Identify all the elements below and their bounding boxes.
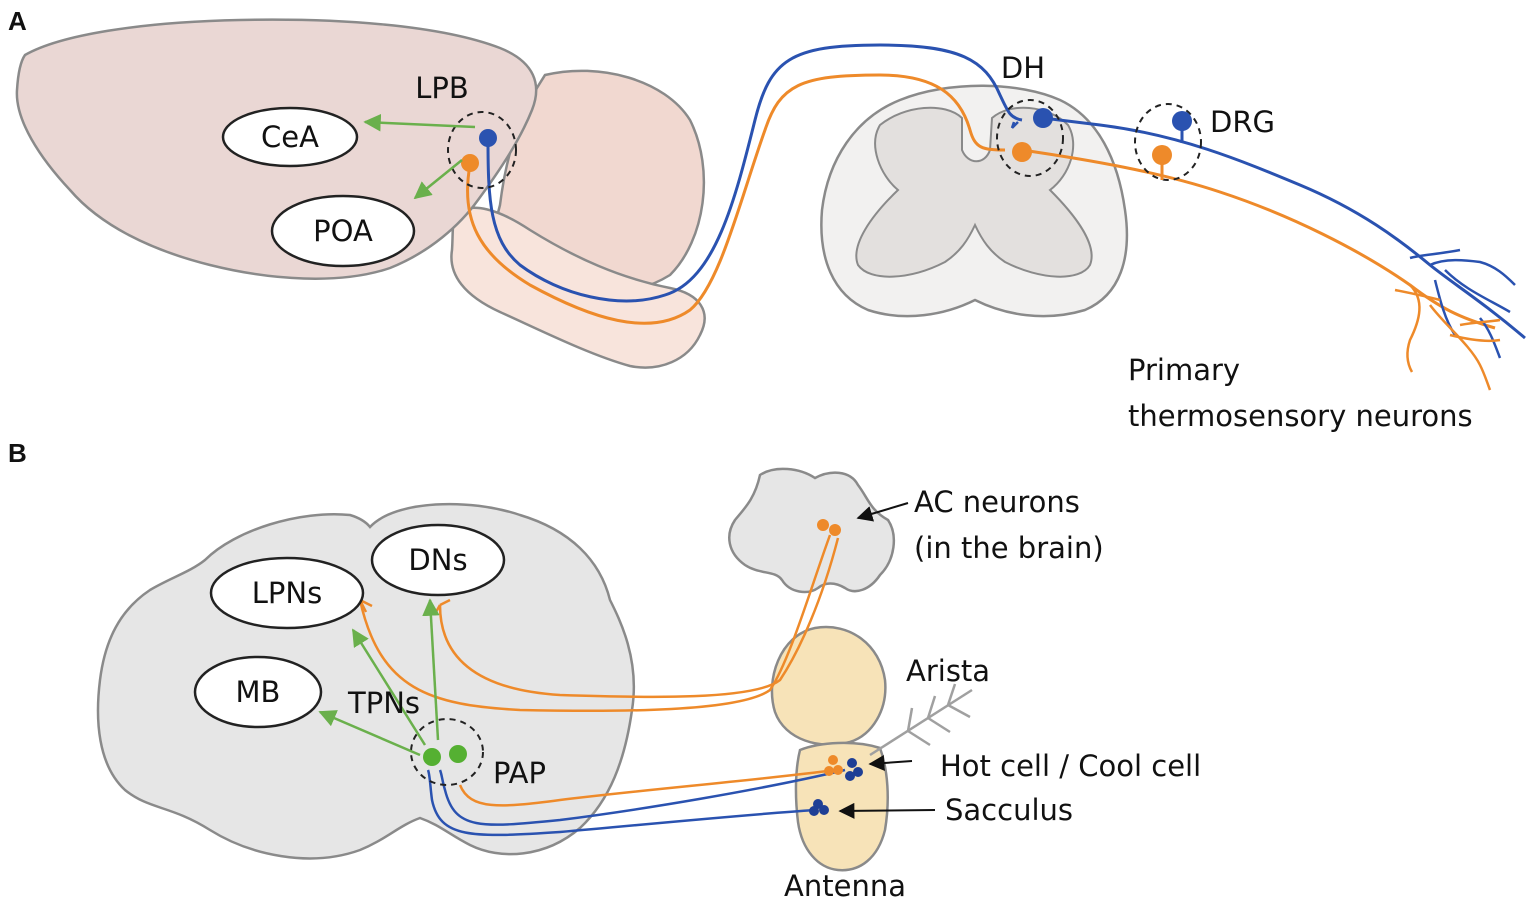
antenna-segment-upper xyxy=(770,625,887,746)
ac-neuron-axon-2 xyxy=(438,537,840,699)
hot-cool-cell-label: Hot cell / Cool cell xyxy=(940,749,1201,783)
sacculus-cell-2 xyxy=(819,805,829,815)
panel-b-letter: B xyxy=(8,438,27,468)
dns-label: DNs xyxy=(408,543,467,577)
lpb-label: LPB xyxy=(415,71,469,105)
brainstem xyxy=(450,206,706,369)
lpns-oval xyxy=(209,556,365,630)
sacculus-cell-3 xyxy=(809,806,819,816)
lpb-warm-neuron-soma xyxy=(461,154,479,172)
tpn-soma-2 xyxy=(449,745,467,763)
lpb-region-outline xyxy=(447,111,517,189)
cool-cell-2 xyxy=(853,767,863,777)
hot-cell-2 xyxy=(833,765,843,775)
poa-label: POA xyxy=(313,214,373,248)
ac-neurons-label-line2: (in the brain) xyxy=(914,531,1104,565)
pap-label: PAP xyxy=(493,756,546,790)
drg-region-outline xyxy=(1134,103,1202,181)
antenna-label: Antenna xyxy=(784,869,906,903)
ac-neurons-pointer xyxy=(856,502,909,522)
fly-brain-small xyxy=(728,467,895,594)
lpns-label: LPNs xyxy=(252,576,322,610)
cool-projection-axon xyxy=(486,43,1023,303)
dh-cool-neuron-soma xyxy=(1033,108,1053,128)
poa-oval xyxy=(270,194,416,268)
sacculus-label: Sacculus xyxy=(945,793,1073,827)
warm-projection-axon xyxy=(466,73,1006,325)
arista-label: Arista xyxy=(906,654,990,688)
hot-cool-cell-pointer xyxy=(868,754,913,771)
dh-label: DH xyxy=(1001,51,1045,85)
hot-cell-axon xyxy=(458,768,836,807)
dh-warm-neuron-soma xyxy=(1012,142,1032,162)
mb-oval xyxy=(193,655,323,729)
tpn-to-dn-arrow xyxy=(422,598,440,741)
ac-neuron-soma-2 xyxy=(829,524,841,536)
ac-neuron-soma-1 xyxy=(817,519,829,531)
drg-label: DRG xyxy=(1210,105,1275,139)
antenna-segment-lower xyxy=(794,741,889,872)
panel-a: A xyxy=(8,6,1526,433)
lpb-to-cea-arrow xyxy=(363,113,476,132)
arista xyxy=(869,683,973,757)
cea-label: CeA xyxy=(261,120,319,154)
primary-neurons-label-line2: thermosensory neurons xyxy=(1128,399,1473,433)
ac-neuron-axon-1 xyxy=(358,534,832,713)
tpns-label: TPNs xyxy=(347,686,420,720)
sacculus-axon xyxy=(426,769,816,837)
cool-cell-3 xyxy=(845,771,855,781)
tpn-soma-1 xyxy=(423,748,441,766)
mb-label: MB xyxy=(236,675,281,709)
tpn-to-lpn-arrow xyxy=(351,628,427,746)
hot-cell-3 xyxy=(824,766,834,776)
hot-cell-1 xyxy=(828,755,838,765)
primary-neurons-label-line1: Primary xyxy=(1128,353,1240,387)
warm-nerve-endings xyxy=(1394,284,1501,391)
lpb-cool-neuron-soma xyxy=(479,129,497,147)
cool-cell-1 xyxy=(847,758,857,768)
cool-nerve-endings xyxy=(1409,248,1516,359)
cea-oval xyxy=(221,106,359,168)
sacculus-pointer xyxy=(838,802,936,819)
tpn-to-mb-arrow xyxy=(318,710,421,757)
dh-region-outline xyxy=(996,99,1064,177)
dh-cool-terminal xyxy=(1010,121,1019,129)
panel-b: B xyxy=(8,438,1201,903)
ac-neurons-label-line1: AC neurons xyxy=(914,485,1080,519)
panel-a-letter: A xyxy=(8,6,27,36)
spinal-cord-grey-matter xyxy=(855,106,1093,278)
dns-oval xyxy=(370,523,506,597)
warm-primary-afferent xyxy=(1021,148,1496,330)
fly-brain xyxy=(96,502,636,860)
pap-region-outline xyxy=(410,718,484,786)
lpb-to-poa-arrow xyxy=(413,159,463,200)
